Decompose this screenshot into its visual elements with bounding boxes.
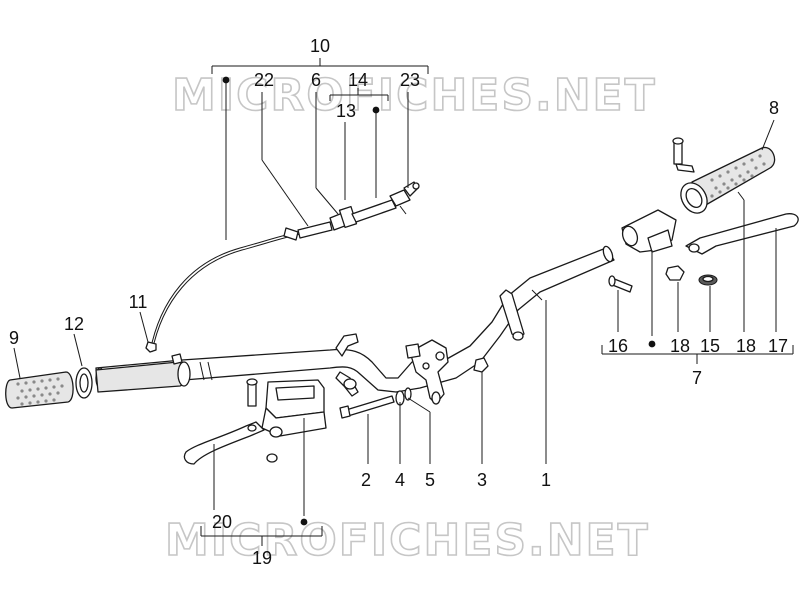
callout-16: 16 (608, 336, 628, 356)
callout-18b: 18 (736, 336, 756, 356)
watermark-top: MICROFICHES.NET (172, 70, 657, 121)
callout-2: 2 (361, 470, 371, 490)
callout-5: 5 (425, 470, 435, 490)
leader-lines (13, 82, 777, 516)
bullet-dot (648, 340, 656, 348)
bullet-dot (372, 106, 380, 114)
callout-8: 8 (769, 98, 779, 118)
callout-1: 1 (541, 470, 551, 490)
callout-14: 14 (348, 70, 368, 90)
callout-6: 6 (311, 70, 321, 90)
callout-10: 10 (310, 36, 330, 56)
bullet-dot (222, 76, 230, 84)
callout-19: 19 (252, 548, 272, 568)
bracket-19 (200, 526, 323, 546)
right-grip-assembly (608, 137, 799, 293)
callout-15: 15 (700, 336, 720, 356)
callout-17: 17 (768, 336, 788, 356)
callout-12: 12 (64, 314, 84, 334)
callout-22: 22 (254, 70, 274, 90)
callout-13: 13 (336, 101, 356, 121)
callout-18a: 18 (670, 336, 690, 356)
callout-3: 3 (477, 470, 487, 490)
bracket-10 (211, 58, 429, 74)
left-grip (5, 341, 191, 409)
callout-7: 7 (692, 368, 702, 388)
throttle-cable (149, 181, 420, 353)
watermark-bottom: MICROFICHES.NET (165, 515, 650, 566)
callout-4: 4 (395, 470, 405, 490)
bracket-7 (601, 345, 794, 364)
left-brake-assembly (183, 378, 327, 465)
bullet-dot (300, 518, 308, 526)
handlebar (95, 245, 615, 419)
bracket-14 (329, 88, 389, 101)
callout-23: 23 (400, 70, 420, 90)
callout-11: 11 (129, 292, 148, 312)
callout-9: 9 (9, 328, 19, 348)
callout-20: 20 (212, 512, 232, 532)
